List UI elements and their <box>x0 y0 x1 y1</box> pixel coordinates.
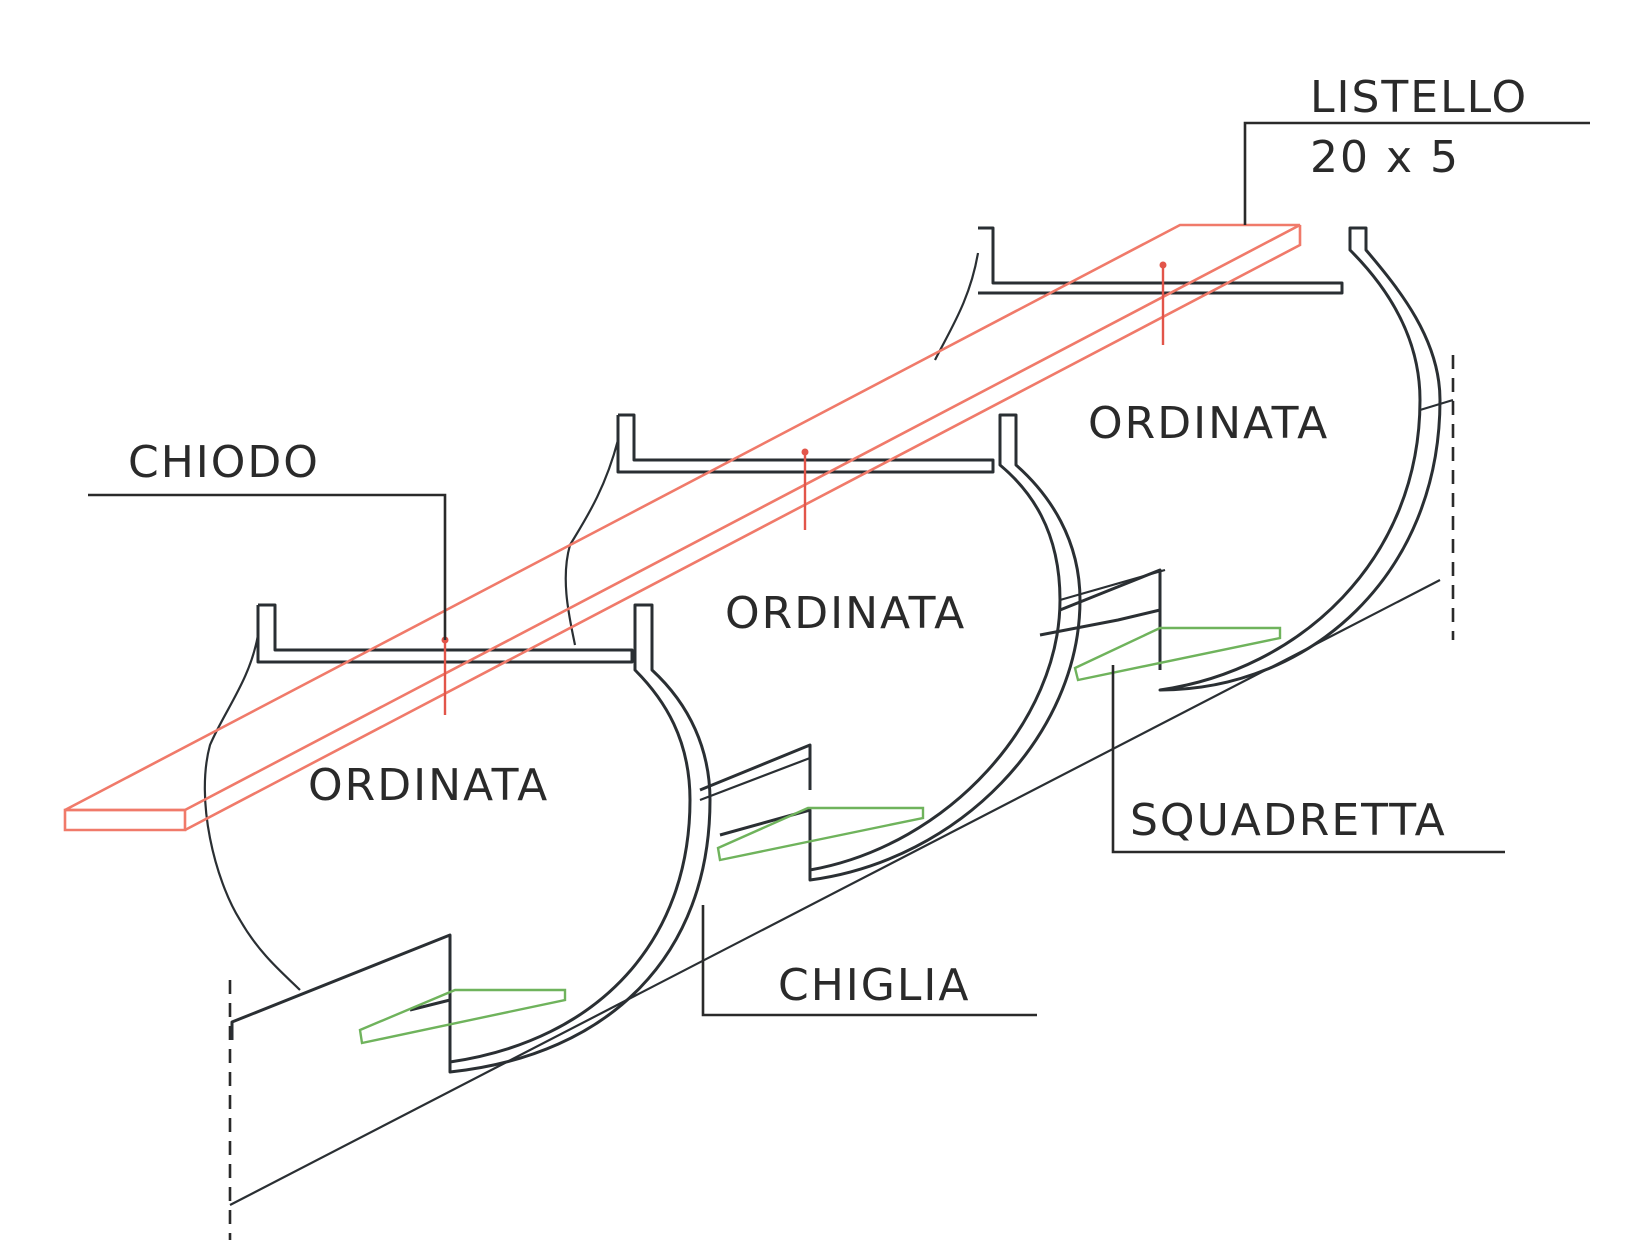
squadretta-brackets <box>358 626 1282 1045</box>
squadretta-3 <box>1073 626 1282 682</box>
keel-bottom-edge <box>229 579 1441 1206</box>
label-ordinata-3: ORDINATA <box>1088 398 1329 449</box>
label-chiglia: CHIGLIA <box>778 960 970 1011</box>
frame-3-crossbar <box>978 226 1344 295</box>
listello-plank <box>63 223 1302 832</box>
frame-2-right-side <box>808 413 1082 882</box>
label-ordinata-2: ORDINATA <box>725 588 966 639</box>
label-listello-size: 20 x 5 <box>1310 132 1460 183</box>
listello-top-face <box>64 223 1301 812</box>
frame-3-keel-link <box>1419 398 1454 412</box>
label-chiodo: CHIODO <box>128 437 320 488</box>
frame-1-right-side <box>448 603 712 1074</box>
frame-1 <box>203 603 811 1074</box>
frame-3 <box>934 226 1454 692</box>
labels: LISTELLO 20 x 5 CHIODO ORDINATA ORDINATA… <box>128 72 1528 1011</box>
leader-chiodo <box>88 493 447 640</box>
listello-side-face <box>184 225 1302 832</box>
label-listello-title: LISTELLO <box>1310 72 1528 123</box>
frame-2-keel-step <box>699 743 812 792</box>
frame-1-keel-link <box>699 756 811 802</box>
label-ordinata-1: ORDINATA <box>308 760 549 811</box>
frame-2 <box>564 413 1166 882</box>
chiodo-nails <box>441 261 1167 715</box>
frame-1-left-side <box>203 634 301 991</box>
chiodo-2-head <box>801 448 809 456</box>
frame-2-crossbar <box>616 413 995 474</box>
frame-3-right-side <box>1158 226 1442 692</box>
leader-squadretta <box>1111 665 1505 854</box>
keel <box>228 355 1455 1240</box>
frame-2-keel-link <box>1059 568 1166 602</box>
chiodo-3-head <box>1159 261 1167 269</box>
listello-end-face <box>63 808 187 832</box>
leader-chiglia <box>701 905 1037 1017</box>
squadretta-1 <box>358 988 567 1045</box>
frame-2-notch <box>719 808 812 870</box>
frame-1-keel-step <box>230 933 452 1040</box>
leader-listello <box>1243 121 1590 225</box>
squadretta-2 <box>716 806 925 862</box>
frame-1-crossbar <box>256 603 634 664</box>
leader-lines <box>88 121 1590 1017</box>
frame-3-left-side <box>934 252 980 361</box>
label-squadretta: SQUADRETTA <box>1130 795 1447 846</box>
frame-3-keel-step <box>1059 568 1162 615</box>
